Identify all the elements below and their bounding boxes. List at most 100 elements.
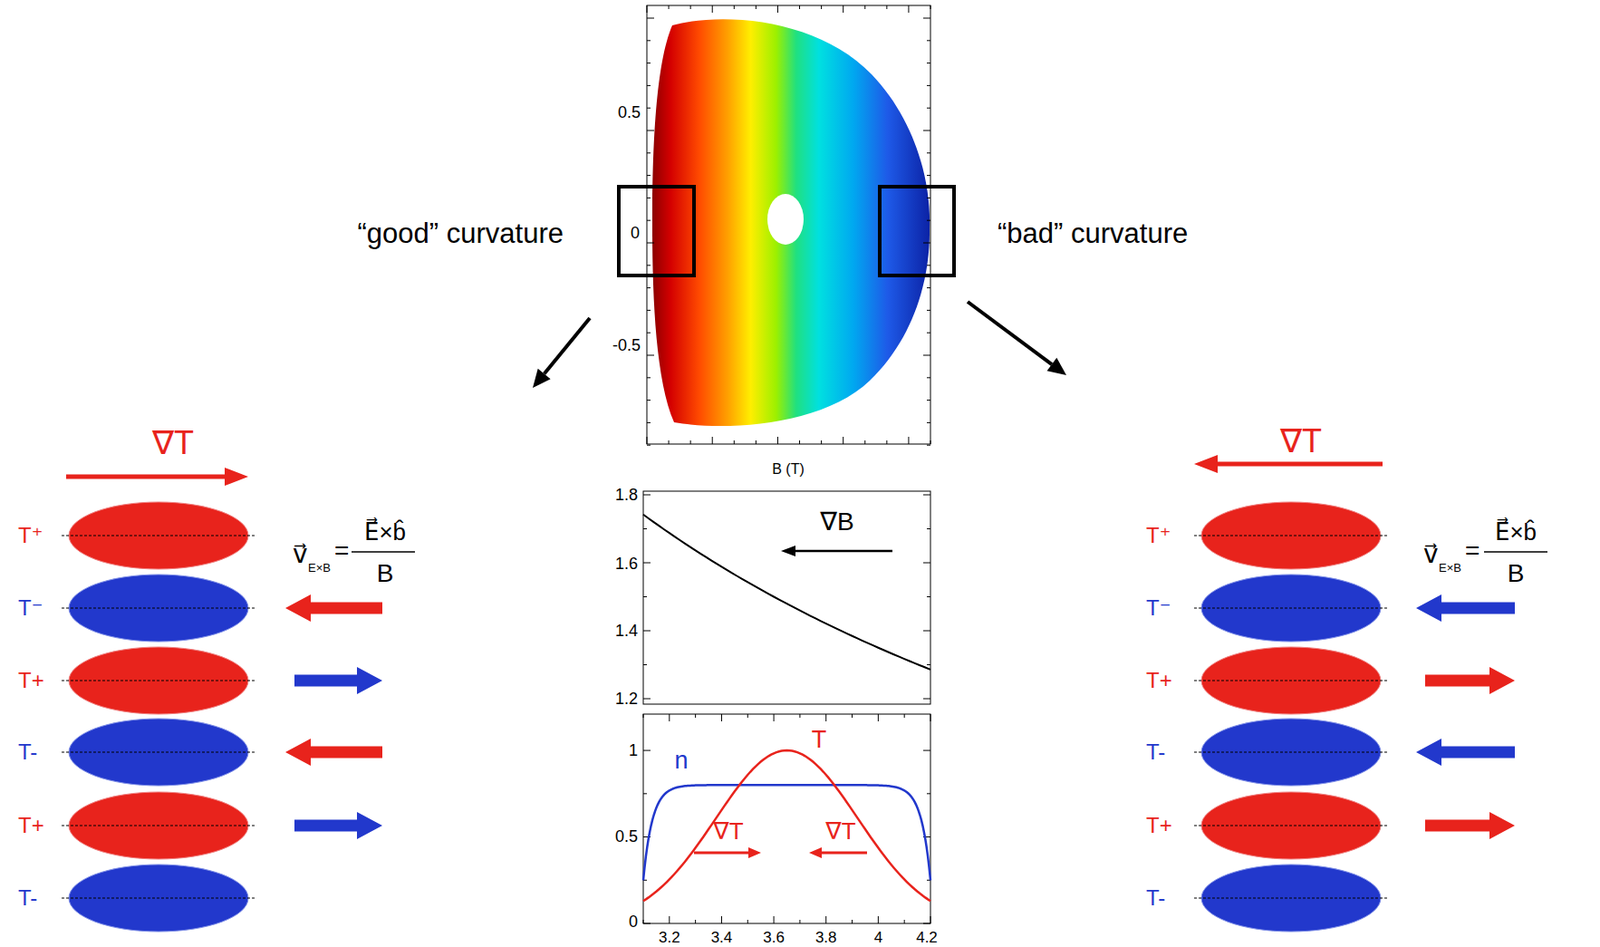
gradient-label: ∇B <box>819 509 854 535</box>
tick <box>930 5 932 10</box>
tick <box>926 596 931 598</box>
tick <box>926 264 931 266</box>
field-map <box>647 6 934 433</box>
tick <box>643 664 647 666</box>
tick <box>907 5 909 13</box>
tick <box>923 630 931 632</box>
tick <box>820 440 822 444</box>
tick <box>799 713 800 718</box>
field-curve <box>643 514 931 670</box>
tick <box>668 440 670 444</box>
central-hole <box>767 193 804 245</box>
tick <box>643 562 651 564</box>
tick <box>646 242 655 244</box>
tick <box>886 440 887 444</box>
axis-tick: 4 <box>874 929 883 945</box>
curvature-label: “good” curvature <box>357 219 564 248</box>
flow-arrow <box>1416 738 1515 766</box>
region-box <box>879 186 955 276</box>
tick <box>646 444 651 446</box>
tick <box>643 713 645 718</box>
tick <box>755 5 757 10</box>
flow-arrow <box>1425 666 1515 694</box>
tick <box>799 5 800 10</box>
arrow-head <box>809 847 822 858</box>
tick <box>694 919 696 924</box>
tick <box>646 287 651 289</box>
arrow-head <box>1047 357 1067 376</box>
tick <box>926 309 931 311</box>
tick <box>864 5 866 10</box>
phase-line <box>61 897 256 899</box>
arrow-shaft <box>967 301 1052 365</box>
tick <box>690 440 692 444</box>
tick <box>646 399 651 401</box>
perturbation-label: T⁻ <box>18 597 43 619</box>
arrow-head <box>748 847 762 858</box>
tick <box>799 440 800 444</box>
tick <box>926 332 931 334</box>
axis-tick: 3.8 <box>815 929 838 945</box>
tick <box>643 698 651 700</box>
phase-line <box>61 825 256 827</box>
tick <box>799 919 800 924</box>
tick <box>926 39 931 41</box>
axis-tick: 3.2 <box>658 929 681 945</box>
tick <box>926 152 931 154</box>
tick <box>777 436 779 444</box>
phase-line <box>1194 680 1388 682</box>
tick <box>646 376 651 378</box>
tick <box>851 713 853 718</box>
perturbation-label: T⁺ <box>18 524 43 547</box>
gradient-label: ∇T <box>713 819 743 843</box>
tick <box>926 174 931 176</box>
tick <box>646 309 651 311</box>
tick <box>825 713 827 722</box>
formula-text: = <box>334 538 349 564</box>
arrow-head <box>532 368 551 388</box>
fraction-bar <box>1484 550 1548 553</box>
tick <box>773 915 775 924</box>
tick <box>755 440 757 444</box>
tick <box>926 528 931 530</box>
tick <box>712 5 714 13</box>
tick <box>926 107 931 109</box>
formula-text: B <box>376 560 395 587</box>
region-box <box>618 186 694 276</box>
phase-line <box>61 751 256 753</box>
axis-tick: 4.2 <box>915 929 938 945</box>
tick <box>643 923 651 925</box>
tick <box>923 562 931 564</box>
axis-tick: -0.5 <box>612 337 641 354</box>
axis-tick: 3.6 <box>762 929 785 945</box>
arrow-shaft <box>795 549 893 553</box>
phase-line <box>1194 607 1388 609</box>
formula-text: E⃗×b̂ <box>364 520 406 544</box>
tick <box>842 436 844 444</box>
tick <box>864 440 866 444</box>
axis-label: B (T) <box>771 462 805 477</box>
tick <box>733 5 735 10</box>
phase-line <box>1194 825 1388 827</box>
tick <box>904 919 906 924</box>
tick <box>747 713 749 718</box>
flow-arrow <box>66 467 249 486</box>
formula-text: v⃗ <box>292 541 309 568</box>
tick <box>747 919 749 924</box>
plot-frame <box>643 491 931 704</box>
tick <box>926 197 931 199</box>
tick <box>907 436 909 444</box>
tick <box>646 197 651 199</box>
tick <box>923 130 931 132</box>
tick <box>668 713 670 722</box>
axis-tick: 0.5 <box>617 104 641 121</box>
density-curve <box>643 784 931 880</box>
tick <box>926 85 931 87</box>
tick <box>646 130 655 132</box>
phase-line <box>61 680 256 682</box>
tick <box>923 494 931 496</box>
tick <box>923 242 931 244</box>
arrow-shaft <box>821 851 868 855</box>
axis-tick: 3.4 <box>711 929 733 945</box>
